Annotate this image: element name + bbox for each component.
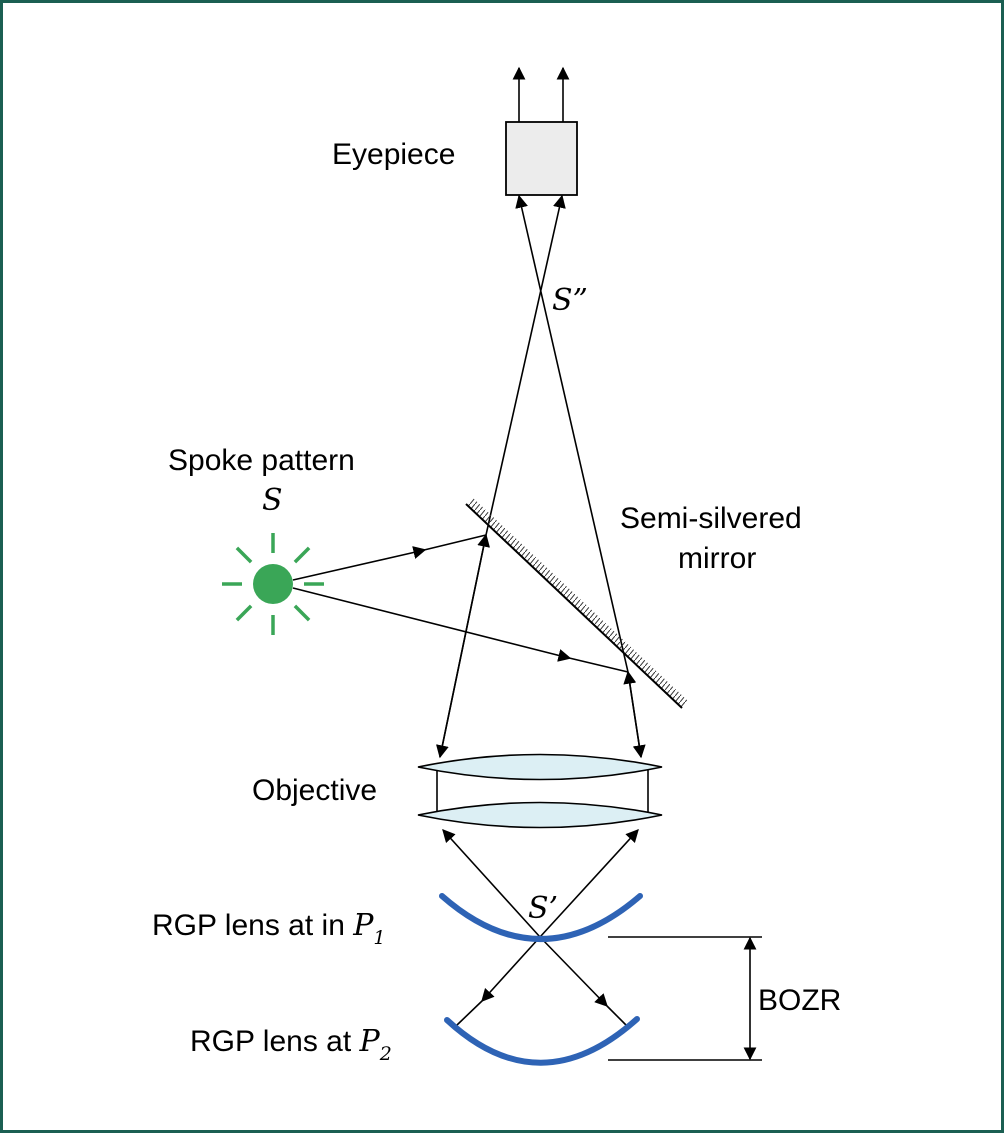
ray-right-up-to-mirror xyxy=(623,670,642,758)
rgp-lens-p1-sub: 1 xyxy=(373,927,385,949)
rgp-lens-p2-label: RGP lens at P2 xyxy=(190,1024,392,1065)
rgp-lens-p1-label: RGP lens at in P1 xyxy=(152,908,386,949)
spoke-ray xyxy=(293,604,311,622)
objective: Objective xyxy=(252,753,663,829)
semi-silvered-mirror: Semi-silvered mirror xyxy=(465,497,802,709)
rgp-lens-p2-text: RGP lens at xyxy=(190,1025,360,1058)
rgp-lens-p1-var: P xyxy=(352,908,374,943)
eyepiece-box xyxy=(505,121,578,196)
rays-objective-to-rgp: S’ xyxy=(442,829,639,1028)
objective-label: Objective xyxy=(252,774,377,807)
ray-mirror-right-to-eyepiece xyxy=(515,194,629,673)
rgp-lens-p2-sub: 2 xyxy=(379,1043,392,1065)
objective-lens-lower xyxy=(417,801,663,829)
spoke-ray xyxy=(235,604,253,622)
spoke-ray xyxy=(293,546,311,564)
rgp-lens-p1-text: RGP lens at in xyxy=(152,909,353,942)
ray-cross-up-left xyxy=(442,829,541,938)
objective-lens-upper xyxy=(417,753,663,781)
rays-mirror-to-objective xyxy=(436,533,646,759)
source-symbol-label: S xyxy=(262,483,283,518)
bozr-label: BOZR xyxy=(758,984,841,1017)
ray-cross-down-left xyxy=(481,936,541,1002)
ray-mirror-left-to-eyepiece xyxy=(485,194,566,536)
mirror-label-line2: mirror xyxy=(678,542,756,575)
ray-lower-right-to-lens2 xyxy=(606,1005,629,1028)
rays-source-to-mirror xyxy=(292,534,629,673)
ray-cross-down-right xyxy=(539,936,608,1007)
bozr-dimension: BOZR xyxy=(608,936,841,1061)
rgp-lens-p2-var: P xyxy=(359,1024,381,1059)
mirror-label-line1: Semi-silvered xyxy=(620,502,802,535)
spoke-ray xyxy=(235,546,253,564)
ray-left-up-to-mirror xyxy=(439,533,490,758)
ray-source-to-mirror-top xyxy=(292,534,487,581)
image-label-s-double-prime: S” xyxy=(552,283,588,318)
rgp-lenses: RGP lens at in P1 RGP lens at P2 xyxy=(152,893,643,1066)
eyepiece: Eyepiece xyxy=(332,66,578,196)
rgp-lens-p1 xyxy=(439,893,643,942)
image-label-s-prime: S’ xyxy=(528,891,558,926)
ray-cross-up-right xyxy=(539,829,639,938)
spoke-source: Spoke pattern S xyxy=(168,444,355,635)
mirror-surface xyxy=(465,503,683,709)
eyepiece-label: Eyepiece xyxy=(332,138,455,171)
mirror-hatching xyxy=(466,497,688,708)
ray-lower-left-to-lens2 xyxy=(456,1000,483,1026)
spoke-pattern-label: Spoke pattern xyxy=(168,444,355,477)
rgp-lens-p2 xyxy=(444,1016,640,1066)
source-dot xyxy=(253,564,293,604)
ray-source-to-mirror-bottom xyxy=(292,587,629,673)
sun-burst-icon xyxy=(222,533,324,635)
rays-to-eyepiece: S” xyxy=(485,194,629,673)
